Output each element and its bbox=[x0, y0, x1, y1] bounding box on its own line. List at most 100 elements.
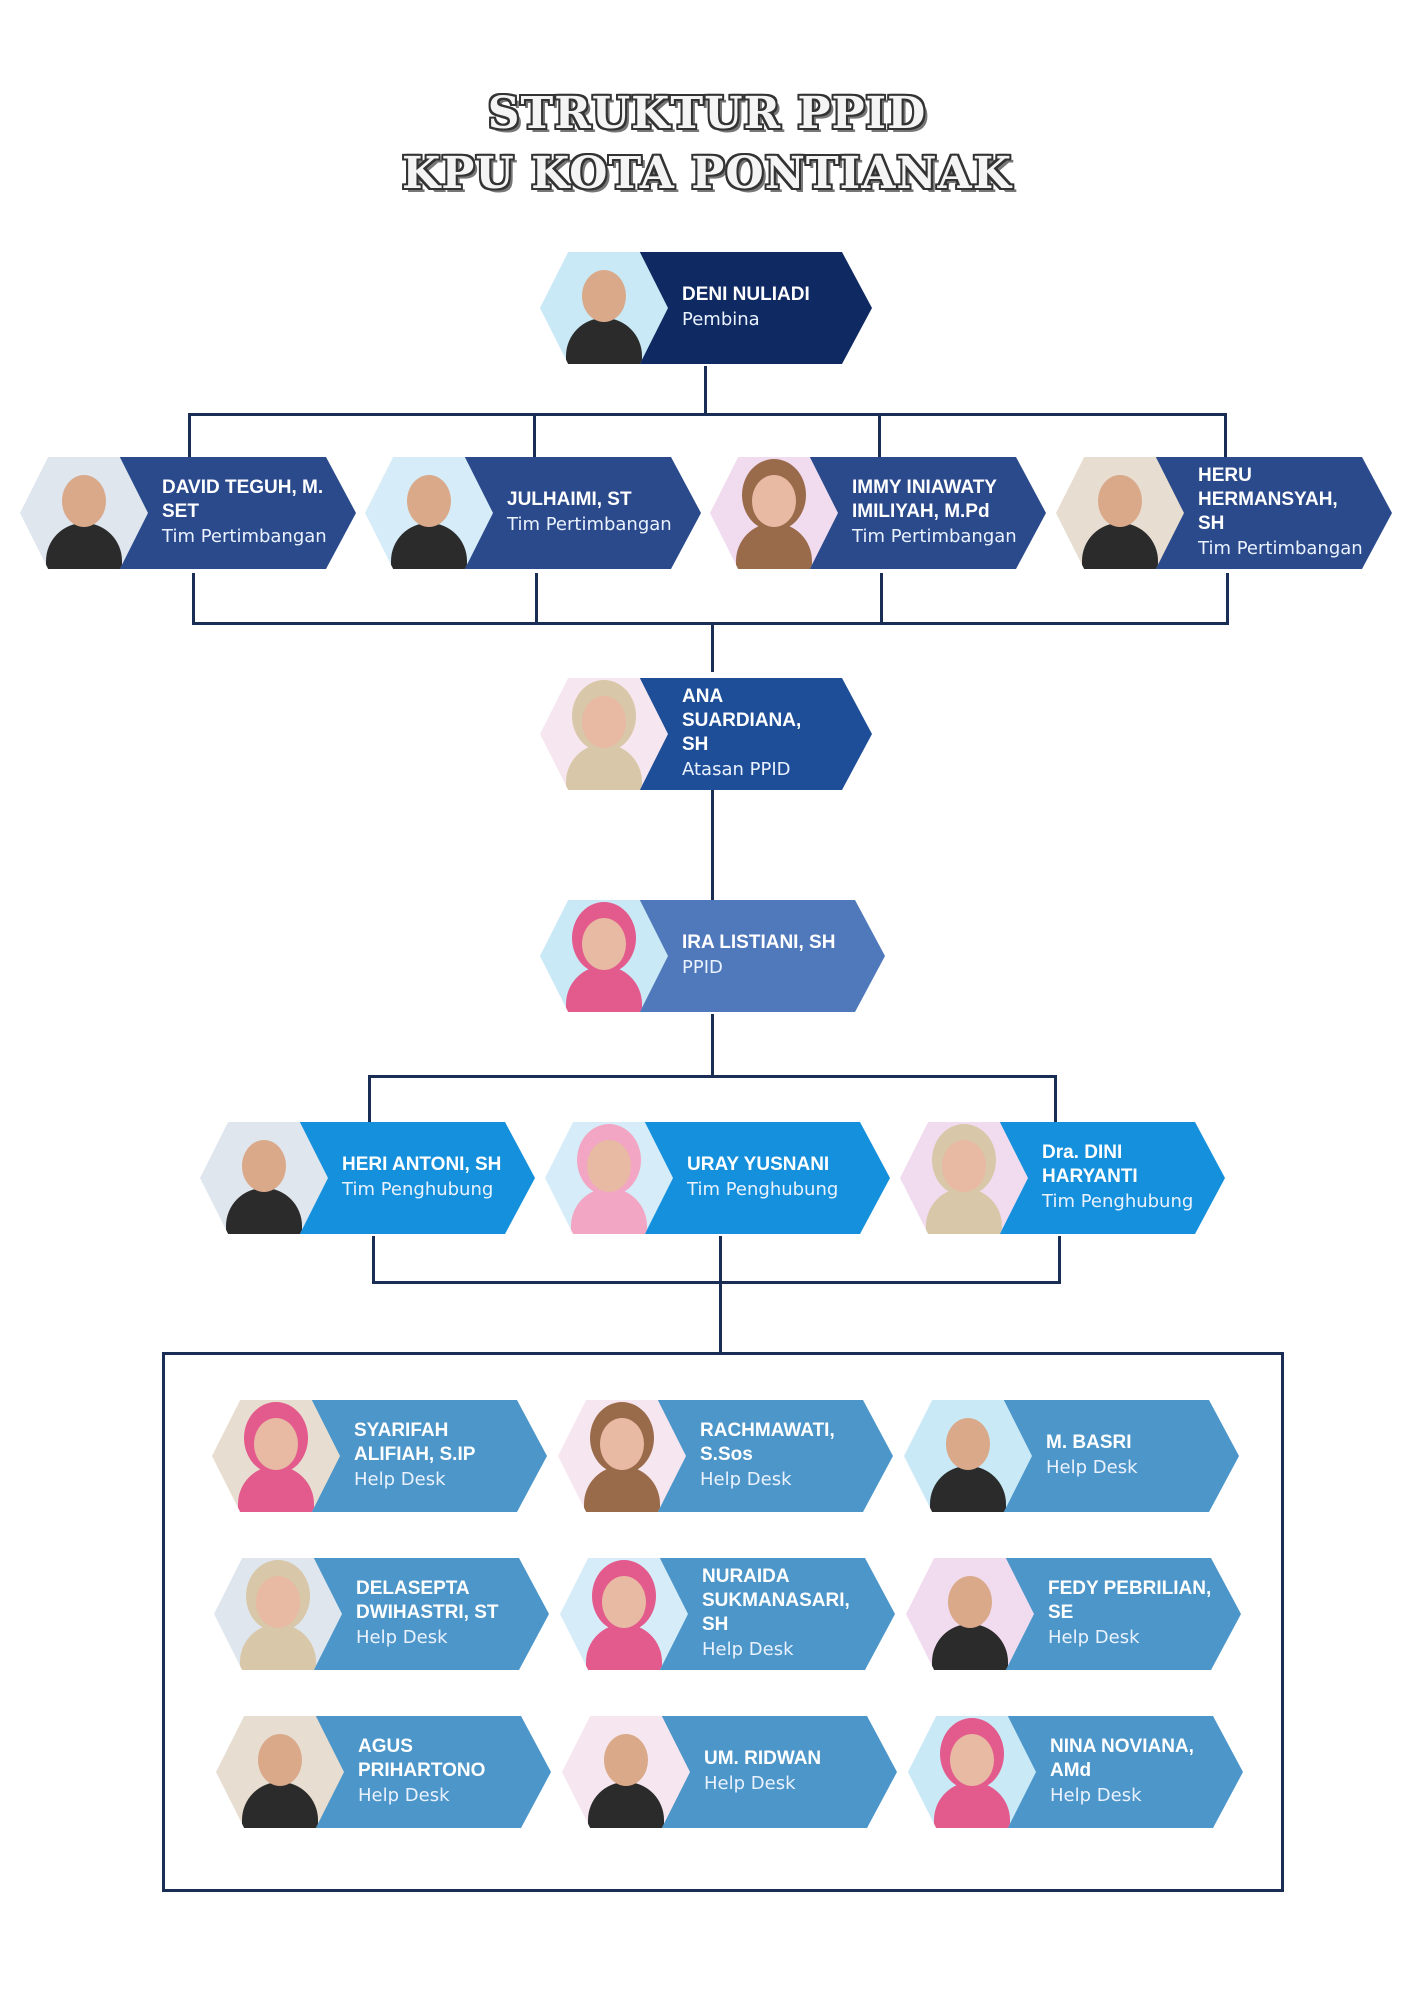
person-role: Help Desk bbox=[1046, 1457, 1138, 1478]
person-photo-female bbox=[908, 1716, 1036, 1828]
connector bbox=[880, 573, 883, 625]
person-card-helpdesk-7: UM. RIDWAN Help Desk bbox=[562, 1716, 897, 1828]
person-name: URAY YUSNANI bbox=[687, 1154, 830, 1175]
person-role: Help Desk bbox=[700, 1469, 792, 1490]
connector bbox=[368, 1075, 1057, 1078]
connector bbox=[192, 622, 1229, 625]
person-role: Tim Penghubung bbox=[342, 1179, 494, 1200]
person-role: Help Desk bbox=[1050, 1785, 1142, 1806]
connector bbox=[192, 573, 195, 625]
person-role: Tim Pertimbangan bbox=[162, 526, 327, 547]
person-role: Help Desk bbox=[356, 1627, 448, 1648]
person-photo-female bbox=[540, 900, 668, 1012]
person-name: NINA NOVIANA, AMd bbox=[1050, 1736, 1194, 1781]
connector bbox=[719, 1236, 722, 1352]
person-photo-male bbox=[1056, 457, 1184, 569]
person-photo-male bbox=[200, 1122, 328, 1234]
chart-title-line1: STRUKTUR PPID bbox=[487, 88, 927, 139]
person-photo-female bbox=[545, 1122, 673, 1234]
person-photo-male bbox=[20, 457, 148, 569]
connector bbox=[711, 622, 714, 672]
person-name: HERU HERMANSYAH, SH bbox=[1198, 465, 1338, 534]
connector bbox=[533, 413, 536, 461]
connector bbox=[372, 1236, 375, 1284]
person-role: Tim Pertimbangan bbox=[852, 526, 1017, 547]
person-name: DELASEPTA DWIHASTRI, ST bbox=[356, 1578, 499, 1623]
person-card-helpdesk-2: M. BASRI Help Desk bbox=[904, 1400, 1239, 1512]
person-photo-male bbox=[216, 1716, 344, 1828]
connector bbox=[1058, 1236, 1061, 1284]
person-photo-female bbox=[214, 1558, 342, 1670]
connector bbox=[711, 1014, 714, 1078]
person-card-pertimbangan-3: HERU HERMANSYAH, SH Tim Pertimbangan bbox=[1056, 457, 1392, 569]
person-card-pertimbangan-1: JULHAIMI, ST Tim Pertimbangan bbox=[365, 457, 701, 569]
person-name: UM. RIDWAN bbox=[704, 1748, 822, 1769]
person-name: IMMY INIAWATY IMILIYAH, M.Pd bbox=[852, 477, 997, 522]
person-role: Tim Penghubung bbox=[687, 1179, 839, 1200]
person-card-helpdesk-5: FEDY PEBRILIAN, SE Help Desk bbox=[906, 1558, 1241, 1670]
person-card-ppid: IRA LISTIANI, SH PPID bbox=[540, 900, 885, 1012]
connector bbox=[372, 1281, 1061, 1284]
person-role: Help Desk bbox=[1048, 1627, 1140, 1648]
person-role: Pembina bbox=[682, 309, 760, 330]
person-name: ANA SUARDIANA, SH bbox=[682, 686, 802, 755]
person-name: SYARIFAH ALIFIAH, S.IP bbox=[354, 1420, 476, 1465]
person-photo-male bbox=[540, 252, 668, 364]
person-card-penghubung-2: Dra. DINI HARYANTI Tim Penghubung bbox=[900, 1122, 1225, 1234]
connector bbox=[535, 573, 538, 625]
person-role: Help Desk bbox=[358, 1785, 450, 1806]
person-card-pertimbangan-0: DAVID TEGUH, M. SET Tim Pertimbangan bbox=[20, 457, 356, 569]
person-card-helpdesk-0: SYARIFAH ALIFIAH, S.IP Help Desk bbox=[212, 1400, 547, 1512]
person-card-penghubung-1: URAY YUSNANI Tim Penghubung bbox=[545, 1122, 890, 1234]
person-photo-male bbox=[904, 1400, 1032, 1512]
person-name: RACHMAWATI, S.Sos bbox=[700, 1420, 835, 1465]
person-photo-male bbox=[365, 457, 493, 569]
person-photo-female bbox=[540, 678, 668, 790]
person-card-helpdesk-4: NURAIDA SUKMANASARI, SH Help Desk bbox=[560, 1558, 895, 1670]
chart-title-line2: KPU KOTA PONTIANAK bbox=[402, 148, 1012, 199]
person-name: M. BASRI bbox=[1046, 1432, 1132, 1453]
person-role: Help Desk bbox=[354, 1469, 446, 1490]
person-role: Atasan PPID bbox=[682, 759, 791, 780]
person-role: Tim Penghubung bbox=[1042, 1191, 1194, 1212]
person-role: Help Desk bbox=[702, 1639, 794, 1660]
connector bbox=[1054, 1075, 1057, 1123]
connector bbox=[1224, 413, 1227, 461]
connector bbox=[711, 790, 714, 902]
person-card-pembina: DENI NULIADI Pembina bbox=[540, 252, 872, 364]
connector bbox=[188, 413, 1227, 416]
person-card-helpdesk-6: AGUS PRIHARTONO Help Desk bbox=[216, 1716, 551, 1828]
connector bbox=[188, 413, 191, 461]
person-name: DAVID TEGUH, M. SET bbox=[162, 477, 324, 522]
person-card-helpdesk-3: DELASEPTA DWIHASTRI, ST Help Desk bbox=[214, 1558, 549, 1670]
person-name: AGUS PRIHARTONO bbox=[358, 1736, 486, 1781]
person-role: Tim Pertimbangan bbox=[1198, 538, 1363, 559]
person-card-atasan: ANA SUARDIANA, SH Atasan PPID bbox=[540, 678, 872, 790]
person-photo-female bbox=[560, 1558, 688, 1670]
connector bbox=[704, 366, 707, 416]
connector bbox=[368, 1075, 371, 1123]
person-role: PPID bbox=[682, 957, 723, 978]
person-photo-female bbox=[212, 1400, 340, 1512]
person-name: HERI ANTONI, SH bbox=[342, 1154, 502, 1175]
person-name: FEDY PEBRILIAN, SE bbox=[1048, 1578, 1212, 1623]
help-desk-group-box bbox=[162, 1352, 1284, 1892]
person-name: DENI NULIADI bbox=[682, 284, 810, 305]
person-photo-female bbox=[900, 1122, 1028, 1234]
person-name: JULHAIMI, ST bbox=[507, 489, 632, 510]
person-photo-female bbox=[558, 1400, 686, 1512]
person-name: NURAIDA SUKMANASARI, SH bbox=[702, 1566, 850, 1635]
person-photo-male bbox=[906, 1558, 1034, 1670]
connector bbox=[878, 413, 881, 461]
person-card-penghubung-0: HERI ANTONI, SH Tim Penghubung bbox=[200, 1122, 535, 1234]
person-role: Tim Pertimbangan bbox=[507, 514, 672, 535]
connector bbox=[1226, 573, 1229, 625]
person-role: Help Desk bbox=[704, 1773, 796, 1794]
person-photo-female bbox=[710, 457, 838, 569]
person-name: Dra. DINI HARYANTI bbox=[1042, 1142, 1138, 1187]
person-photo-male bbox=[562, 1716, 690, 1828]
person-name: IRA LISTIANI, SH bbox=[682, 932, 836, 953]
